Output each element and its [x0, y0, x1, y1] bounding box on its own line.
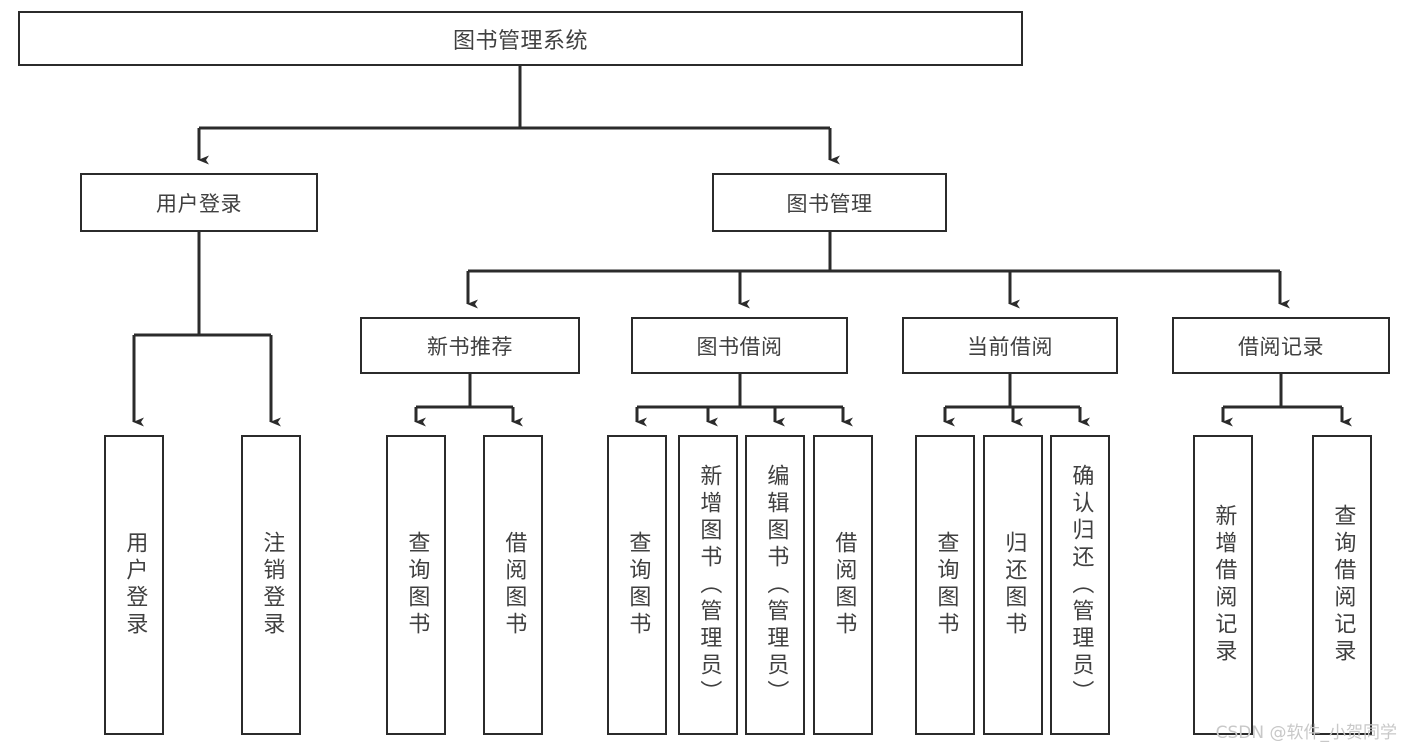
csdn-watermark: CSDN @软件_小贺同学 — [1215, 723, 1397, 743]
node-leaf-query-book-1[interactable]: 查询图书 — [386, 435, 446, 735]
node-leaf-query-book-2[interactable]: 查询图书 — [607, 435, 667, 735]
node-borrow-record[interactable]: 借阅记录 — [1172, 317, 1390, 374]
node-leaf-query-book-3[interactable]: 查询图书 — [915, 435, 975, 735]
node-label: 查询借阅记录 — [1330, 504, 1356, 666]
node-current-borrow[interactable]: 当前借阅 — [902, 317, 1118, 374]
node-label: 用户登录 — [122, 531, 148, 639]
node-leaf-add-book[interactable]: 新增图书（管理员） — [678, 435, 738, 735]
node-leaf-user-login[interactable]: 用户登录 — [104, 435, 164, 735]
node-label: 借阅图书 — [501, 531, 527, 639]
node-leaf-edit-book[interactable]: 编辑图书（管理员） — [745, 435, 805, 735]
node-label: 当前借阅 — [967, 334, 1053, 359]
node-label: 确认归还（管理员） — [1068, 463, 1094, 707]
node-root-system[interactable]: 图书管理系统 — [18, 11, 1023, 66]
node-label: 归还图书 — [1001, 531, 1027, 639]
edge-userlogin-to-leaves — [132, 232, 281, 427]
node-leaf-user-logout[interactable]: 注销登录 — [241, 435, 301, 735]
node-leaf-borrow-book-1[interactable]: 借阅图书 — [483, 435, 543, 735]
node-label: 注销登录 — [259, 531, 285, 639]
node-leaf-add-record[interactable]: 新增借阅记录 — [1193, 435, 1253, 735]
edge-root-to-level1 — [197, 66, 840, 165]
node-label: 查询图书 — [625, 531, 651, 639]
node-label: 查询图书 — [404, 531, 430, 639]
edge-currentborrow-to-leaves — [943, 374, 1090, 427]
node-label: 新书推荐 — [427, 334, 513, 359]
node-label: 图书管理 — [786, 191, 873, 216]
node-leaf-return-book[interactable]: 归还图书 — [983, 435, 1043, 735]
edge-borrowrecord-to-leaves — [1221, 374, 1352, 427]
node-label: 借阅图书 — [831, 531, 857, 639]
node-leaf-borrow-book-2[interactable]: 借阅图书 — [813, 435, 873, 735]
edge-bookmanage-to-level2 — [466, 232, 1290, 309]
edge-newbook-to-leaves — [414, 374, 523, 427]
node-user-login[interactable]: 用户登录 — [80, 173, 318, 232]
node-leaf-query-record[interactable]: 查询借阅记录 — [1312, 435, 1372, 735]
node-label: 图书管理系统 — [452, 28, 588, 54]
node-label: 新增借阅记录 — [1211, 504, 1237, 666]
node-book-borrow[interactable]: 图书借阅 — [631, 317, 848, 374]
node-leaf-confirm-return[interactable]: 确认归还（管理员） — [1050, 435, 1110, 735]
node-book-manage[interactable]: 图书管理 — [712, 173, 947, 232]
node-label: 查询图书 — [933, 531, 959, 639]
node-new-book-recommend[interactable]: 新书推荐 — [360, 317, 580, 374]
edge-bookborrow-to-leaves — [635, 374, 853, 427]
node-label: 用户登录 — [156, 191, 242, 216]
node-label: 编辑图书（管理员） — [763, 463, 789, 707]
node-label: 新增图书（管理员） — [696, 463, 722, 707]
node-label: 图书借阅 — [696, 334, 783, 359]
node-label: 借阅记录 — [1238, 334, 1324, 359]
